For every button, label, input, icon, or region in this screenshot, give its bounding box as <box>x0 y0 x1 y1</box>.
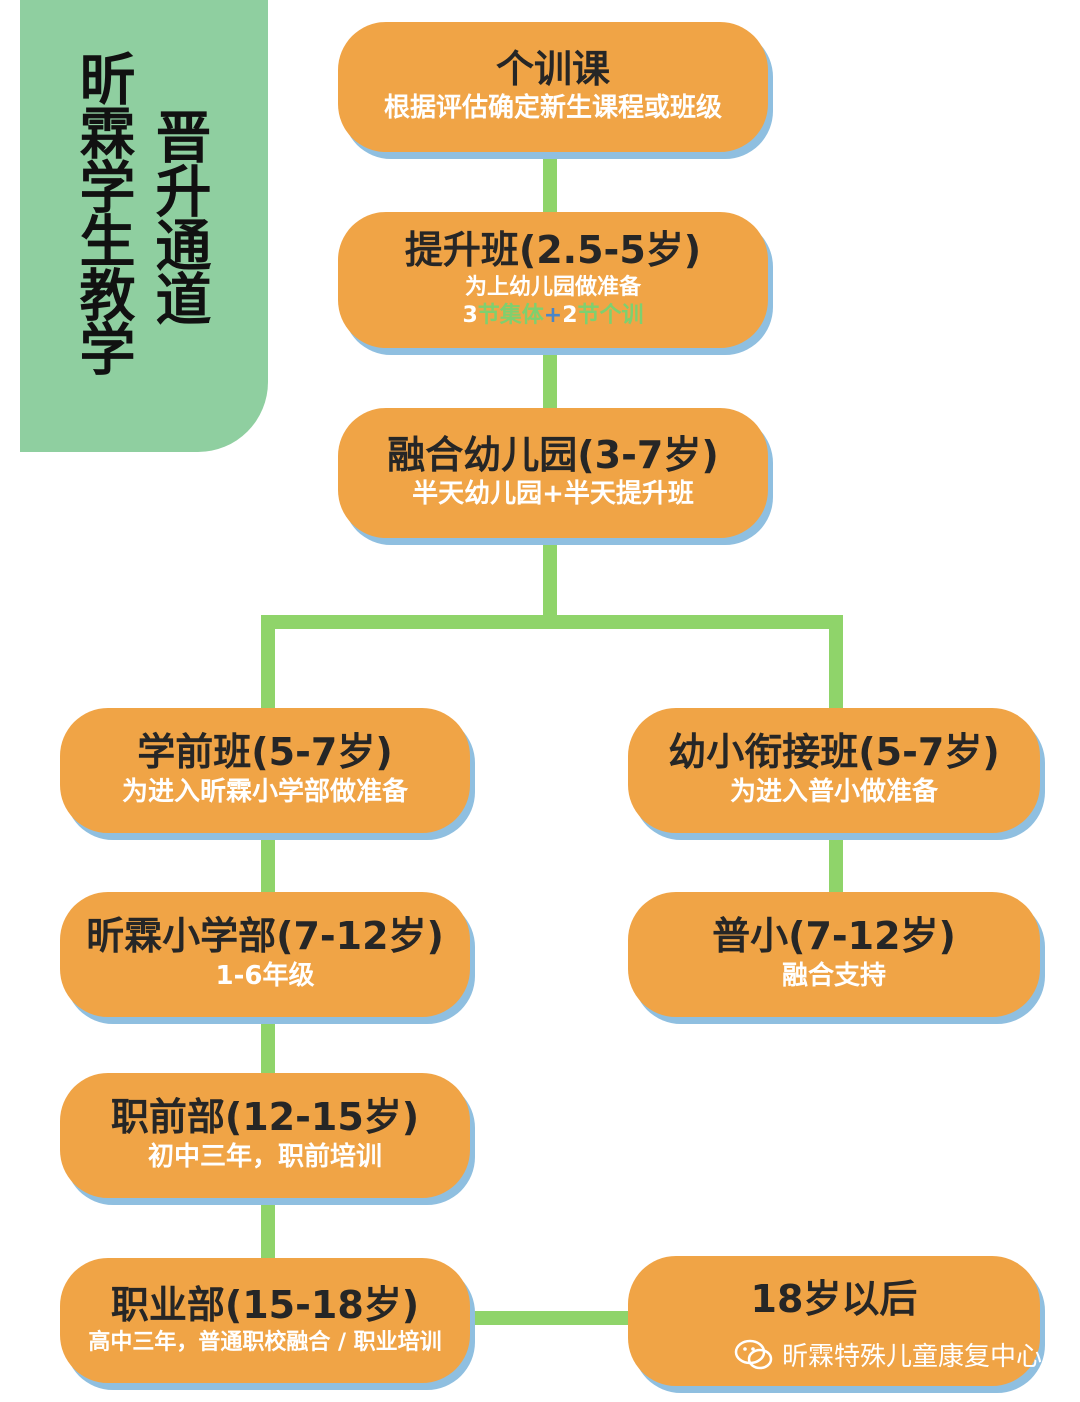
node-improve-desc: 为上幼儿园做准备 <box>464 274 641 300</box>
title-block <box>20 0 268 452</box>
node-bridge-desc: 为进入普小做准备 <box>729 776 938 807</box>
node-improve-schedule: 3节集体+2节个训 <box>462 302 643 331</box>
node-bridge-title: 幼小衔接班(5-7岁) <box>668 730 1000 775</box>
title-line-1: 昕霖学生教学 <box>70 50 135 374</box>
node-primary-desc: 1-6年级 <box>215 960 315 991</box>
node-improve-title: 提升班(2.5-5岁) <box>404 228 702 273</box>
node-after18-title: 18岁以后 <box>750 1277 918 1321</box>
node-prevocational-title: 职前部(12-15岁) <box>110 1095 420 1140</box>
node-after-18: 18岁以后 <box>628 1256 1040 1386</box>
watermark: 昕霖特殊儿童康复中心 <box>734 1336 1042 1373</box>
node-individual-desc: 根据评估确定新生课程或班级 <box>383 93 722 124</box>
node-vocational-desc: 高中三年，普通职校融合 / 职业培训 <box>88 1329 442 1355</box>
node-kindergarten-title: 融合幼儿园(3-7岁) <box>387 432 719 477</box>
node-improvement-class: 提升班(2.5-5岁) 为上幼儿园做准备 3节集体+2节个训 <box>338 212 768 348</box>
node-preschool-desc: 为进入昕霖小学部做准备 <box>121 776 408 807</box>
schedule-individual-count: 2 <box>562 303 578 329</box>
node-regular-primary-title: 普小(7-12岁) <box>712 914 956 959</box>
schedule-individual-label: 节个训 <box>577 303 644 329</box>
schedule-plus: + <box>543 303 563 329</box>
wechat-icon <box>734 1339 773 1369</box>
node-kindergarten-desc: 半天幼儿园+半天提升班 <box>412 479 694 510</box>
node-primary-school: 昕霖小学部(7-12岁) 1-6年级 <box>60 892 470 1017</box>
watermark-text: 昕霖特殊儿童康复中心 <box>782 1342 1043 1372</box>
node-preschool-class: 学前班(5-7岁) 为进入昕霖小学部做准备 <box>60 708 470 833</box>
node-individual-training: 个训课 根据评估确定新生课程或班级 <box>338 22 768 152</box>
node-prevocational-desc: 初中三年，职前培训 <box>147 1141 382 1172</box>
node-bridge-class: 幼小衔接班(5-7岁) 为进入普小做准备 <box>628 708 1040 833</box>
node-individual-title: 个训课 <box>495 46 610 91</box>
schedule-group-count: 3 <box>462 303 478 329</box>
title-line-2: 晋升通道 <box>146 108 211 324</box>
node-vocational-title: 职业部(15-18岁) <box>110 1282 420 1327</box>
node-inclusive-kindergarten: 融合幼儿园(3-7岁) 半天幼儿园+半天提升班 <box>338 408 768 538</box>
schedule-group-label: 节集体 <box>477 303 544 329</box>
node-vocational: 职业部(15-18岁) 高中三年，普通职校融合 / 职业培训 <box>60 1258 470 1383</box>
node-preschool-title: 学前班(5-7岁) <box>137 730 393 775</box>
node-prevocational: 职前部(12-15岁) 初中三年，职前培训 <box>60 1073 470 1198</box>
node-regular-primary: 普小(7-12岁) 融合支持 <box>628 892 1040 1017</box>
node-regular-primary-desc: 融合支持 <box>781 960 886 991</box>
node-primary-title: 昕霖小学部(7-12岁) <box>86 914 444 959</box>
